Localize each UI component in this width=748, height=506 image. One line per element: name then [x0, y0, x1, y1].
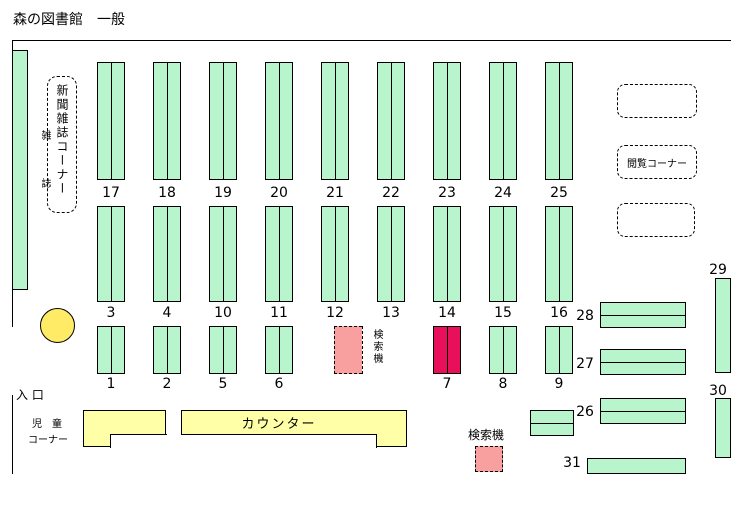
shelf-label-1: 1: [106, 376, 116, 392]
shelf-label-26: 26: [576, 404, 594, 420]
shelf-label-29: 29: [709, 262, 727, 278]
reading-corner-label: 閲覧コーナー: [627, 159, 687, 170]
shelf-label-20: 20: [270, 185, 288, 201]
shelf-label-17: 17: [102, 185, 120, 201]
shelf-12[interactable]: [321, 206, 349, 302]
shelf-label-31: 31: [563, 455, 581, 471]
shelf-9[interactable]: [545, 326, 573, 374]
shelf-label-9: 9: [554, 376, 564, 392]
shelf-label-13: 13: [382, 305, 400, 321]
magazine-shelf[interactable]: [12, 50, 28, 290]
shelf-27[interactable]: [600, 349, 686, 375]
magazine-label: 雑誌: [39, 130, 50, 226]
shelf-29[interactable]: [715, 278, 731, 373]
small-shelf[interactable]: [530, 410, 574, 436]
newspaper-corner-label: 新聞雑誌コーナー: [55, 84, 69, 196]
shelf-19[interactable]: [209, 62, 237, 180]
shelf-24[interactable]: [489, 62, 517, 180]
shelf-label-8: 8: [498, 376, 508, 392]
shelf-label-6: 6: [274, 376, 284, 392]
pillar: [40, 308, 75, 343]
shelf-label-5: 5: [218, 376, 228, 392]
shelf-28[interactable]: [600, 302, 686, 328]
shelf-15[interactable]: [489, 206, 517, 302]
entrance-gap: [10, 327, 15, 395]
shelf-31[interactable]: [587, 458, 686, 474]
shelf-label-2: 2: [162, 376, 172, 392]
shelf-label-23: 23: [438, 185, 456, 201]
page-title: 森の図書館 一般: [13, 12, 125, 28]
shelf-label-11: 11: [270, 305, 288, 321]
shelf-1[interactable]: [97, 326, 125, 374]
search-terminal-center-divider: [362, 326, 392, 374]
shelf-25[interactable]: [545, 62, 573, 180]
search-terminal-bottom-label: 検索機: [468, 428, 505, 442]
shelf-2[interactable]: [153, 326, 181, 374]
shelf-17[interactable]: [97, 62, 125, 180]
shelf-5[interactable]: [209, 326, 237, 374]
shelf-label-27: 27: [576, 356, 594, 372]
reading-table-bottom[interactable]: [617, 203, 695, 237]
shelf-16[interactable]: [545, 206, 573, 302]
shelf-6[interactable]: [265, 326, 293, 374]
shelf-label-14: 14: [438, 305, 456, 321]
shelf-label-15: 15: [494, 305, 512, 321]
reading-corner[interactable]: [617, 145, 697, 179]
shelf-label-12: 12: [326, 305, 344, 321]
shelf-label-22: 22: [382, 185, 400, 201]
shelf-13[interactable]: [377, 206, 405, 302]
shelf-20[interactable]: [265, 62, 293, 180]
shelf-21[interactable]: [321, 62, 349, 180]
shelf-label-25: 25: [550, 185, 568, 201]
shelf-7[interactable]: [433, 326, 461, 374]
search-terminal-center-label: 検索機: [371, 329, 382, 365]
shelf-label-18: 18: [158, 185, 176, 201]
newspaper-corner[interactable]: [47, 76, 77, 213]
shelf-22[interactable]: [377, 62, 405, 180]
shelf-label-10: 10: [214, 305, 232, 321]
shelf-11[interactable]: [265, 206, 293, 302]
shelf-14[interactable]: [433, 206, 461, 302]
shelf-23[interactable]: [433, 62, 461, 180]
shelf-label-30: 30: [709, 383, 727, 399]
service-counter-label: カウンター: [241, 417, 317, 432]
reading-table-top[interactable]: [617, 84, 697, 118]
shelf-10[interactable]: [209, 206, 237, 302]
entrance-label: 入 口: [16, 388, 44, 402]
shelf-4[interactable]: [153, 206, 181, 302]
shelf-26[interactable]: [600, 398, 686, 424]
kids-counter-notch: [110, 434, 167, 448]
shelf-30[interactable]: [715, 398, 731, 458]
shelf-label-21: 21: [326, 185, 344, 201]
kids-corner-label-2: コーナー: [28, 435, 68, 446]
shelf-label-19: 19: [214, 185, 232, 201]
shelf-3[interactable]: [97, 206, 125, 302]
shelf-label-4: 4: [162, 305, 172, 321]
shelf-label-16: 16: [550, 305, 568, 321]
shelf-18[interactable]: [153, 62, 181, 180]
shelf-label-28: 28: [576, 308, 594, 324]
search-terminal-bottom[interactable]: [475, 446, 503, 472]
service-counter-notch: [181, 434, 377, 448]
shelf-label-24: 24: [494, 185, 512, 201]
shelf-label-7: 7: [442, 376, 452, 392]
shelf-label-3: 3: [106, 305, 116, 321]
shelf-8[interactable]: [489, 326, 517, 374]
kids-corner-label-1: 児 童: [32, 419, 62, 430]
kids-corner-divider: [12, 408, 13, 446]
